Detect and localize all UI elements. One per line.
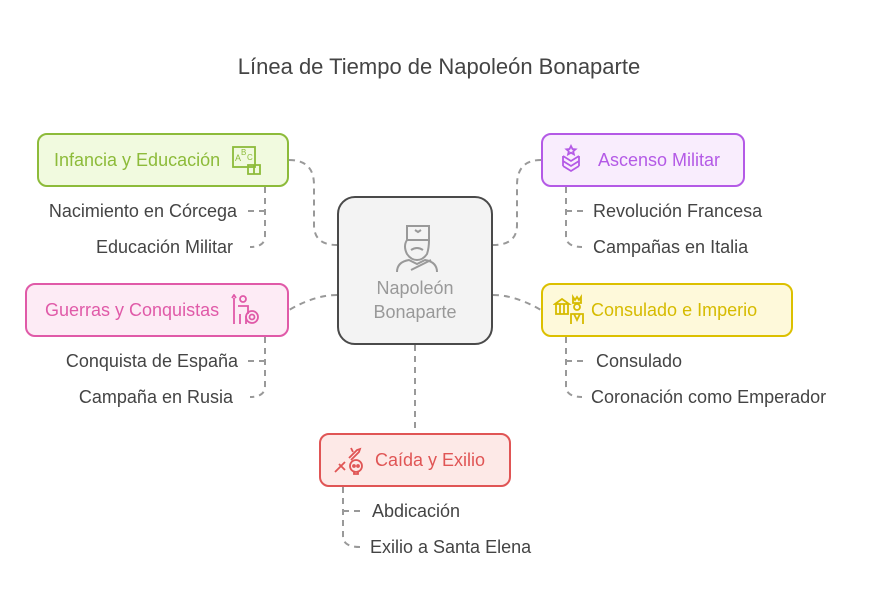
connector-consulado-items bbox=[565, 337, 586, 398]
item-campanas-italia: Campañas en Italia bbox=[593, 237, 749, 257]
center-line-1: Napoleón bbox=[376, 278, 454, 298]
broken-sword-skull-icon bbox=[333, 444, 365, 476]
topic-ascenso[interactable]: Ascenso Militar bbox=[541, 133, 745, 187]
item-nacimiento: Nacimiento en Córcega bbox=[48, 201, 237, 221]
svg-text:C: C bbox=[247, 153, 253, 162]
connector-ascenso bbox=[492, 159, 542, 246]
topic-guerras[interactable]: Guerras y Conquistas bbox=[25, 283, 289, 337]
napoleon-portrait-icon bbox=[391, 220, 443, 273]
center-line-2: Bonaparte bbox=[373, 302, 457, 322]
item-educacion-militar: Educación Militar bbox=[95, 237, 233, 257]
connector-guerras-items bbox=[245, 337, 266, 398]
item-exilio-santa-elena: Exilio a Santa Elena bbox=[370, 537, 532, 557]
temple-king-icon bbox=[552, 294, 585, 326]
item-consulado: Consulado bbox=[596, 351, 683, 371]
connector-consulado bbox=[492, 294, 542, 311]
topic-label: Caída y Exilio bbox=[375, 449, 486, 470]
item-campana-rusia: Campaña en Rusia bbox=[78, 387, 233, 407]
topic-label: Ascenso Militar bbox=[598, 149, 721, 170]
item-revolucion-francesa: Revolución Francesa bbox=[593, 201, 763, 221]
connector-infancia bbox=[288, 159, 338, 246]
topic-caida[interactable]: Caída y Exilio bbox=[319, 433, 511, 487]
svg-text:A: A bbox=[235, 153, 241, 163]
topic-consulado[interactable]: Consulado e Imperio bbox=[541, 283, 793, 337]
diagram-title: Línea de Tiempo de Napoleón Bonaparte bbox=[237, 54, 641, 79]
item-abdicacion: Abdicación bbox=[372, 501, 461, 521]
topic-label: Infancia y Educación bbox=[54, 149, 221, 170]
item-conquista-espana: Conquista de España bbox=[65, 351, 238, 371]
topic-label: Guerras y Conquistas bbox=[45, 299, 220, 320]
warrior-shield-icon bbox=[229, 293, 261, 326]
item-coronacion: Coronación como Emperador bbox=[591, 387, 827, 407]
connector-caida-items bbox=[342, 487, 362, 548]
svg-text:B: B bbox=[241, 148, 246, 157]
military-rank-icon bbox=[558, 143, 590, 176]
connector-guerras bbox=[288, 294, 338, 311]
topic-label: Consulado e Imperio bbox=[591, 299, 758, 320]
connector-infancia-items bbox=[245, 187, 266, 248]
center-node-napoleon[interactable]: Napoleón Bonaparte bbox=[337, 196, 493, 345]
connector-ascenso-items bbox=[565, 187, 586, 248]
